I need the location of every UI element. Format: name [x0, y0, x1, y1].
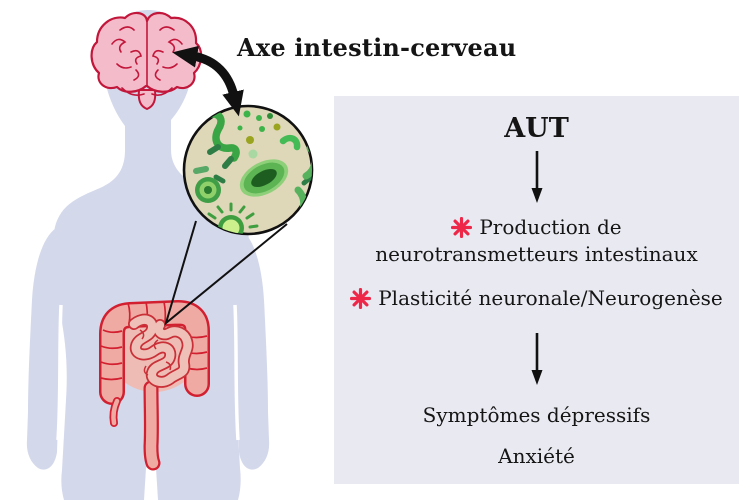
page-title: Axe intestin-cerveau — [237, 33, 517, 62]
down-arrow-icon — [531, 150, 542, 203]
bullet-text-line1: Production de — [479, 214, 622, 239]
panel-heading: AUT — [504, 113, 569, 144]
ringed-cell-icon — [195, 177, 221, 203]
red-asterisk-icon — [451, 216, 473, 238]
outcome-depressive-symptoms: Symptômes dépressifs — [422, 402, 651, 427]
rod-bacteria-icon — [193, 144, 312, 186]
intestines-icon — [99, 300, 210, 471]
arm-torso-gaps — [56, 304, 240, 441]
outcome-anxiety: Anxiété — [498, 443, 575, 468]
bullet-text-line2: neurotransmetteurs intestinaux — [375, 241, 698, 266]
bullet-text: Plasticité neuronale/Neurogenèse — [378, 285, 723, 310]
red-asterisk-icon — [350, 287, 372, 309]
bullet-neurotransmitters: Production de neurotransmetteurs intesti… — [375, 214, 697, 268]
callout-lines — [164, 220, 288, 326]
large-oval-bacterium-icon — [239, 159, 289, 197]
cocci-dots-icon — [237, 110, 281, 159]
gut-brain-figure — [26, 10, 314, 500]
brain-gut-double-arrow-icon — [172, 45, 244, 117]
left-arm-shape — [26, 228, 61, 470]
down-arrow-icon — [531, 332, 542, 385]
aut-effects-panel: AUT Production de neurotransmetteurs int… — [334, 96, 739, 484]
bullet-plasticity: Plasticité neuronale/Neurogenèse — [350, 285, 723, 312]
right-arm-shape — [235, 228, 270, 470]
